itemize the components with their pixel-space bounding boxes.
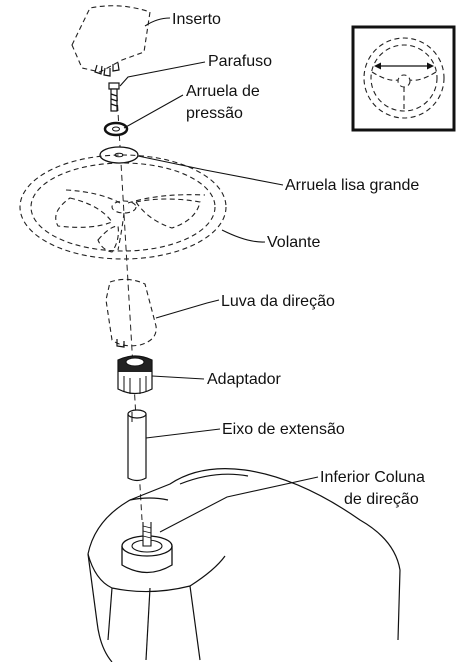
insert-label: Inserto (172, 11, 221, 28)
lock-washer-label-line2: pressão (186, 105, 243, 122)
steering-wheel-leader (221, 229, 266, 243)
insert-leader (144, 17, 171, 27)
steering-wheel-part (19, 154, 227, 260)
lower-steering-column-part (87, 468, 401, 662)
leader-lines (119, 17, 319, 533)
adapter-leader (151, 375, 205, 380)
steering-column-label-line2: de direção (344, 491, 419, 508)
column-leader (159, 476, 319, 533)
bolt-part (108, 82, 120, 112)
orientation-inset (351, 25, 456, 132)
part-labels: Inserto Parafuso Arruela de pressão Arru… (172, 11, 425, 508)
steering-sleeve-part (105, 278, 157, 348)
lock-washer-part (103, 121, 129, 137)
adapter-part (117, 355, 153, 395)
steering-wheel-label: Volante (267, 234, 320, 251)
lock-washer-label-line1: Arruela de (186, 83, 260, 100)
sleeve-leader (155, 299, 220, 319)
large-flat-washer-label: Arruela lisa grande (285, 177, 419, 194)
adapter-label: Adaptador (207, 371, 282, 388)
insert-part (71, 5, 151, 77)
extension-shaft-part (127, 409, 147, 482)
extension-shaft-label: Eixo de extensão (222, 421, 345, 438)
steering-sleeve-label: Luva da direção (221, 293, 335, 310)
steering-column-label-line1: Inferior Coluna (320, 469, 425, 486)
shaft-leader (145, 428, 221, 439)
bolt-leader (119, 61, 206, 87)
bolt-label: Parafuso (208, 53, 272, 70)
lock-washer-leader (123, 94, 184, 129)
large-washer-leader (137, 155, 284, 186)
